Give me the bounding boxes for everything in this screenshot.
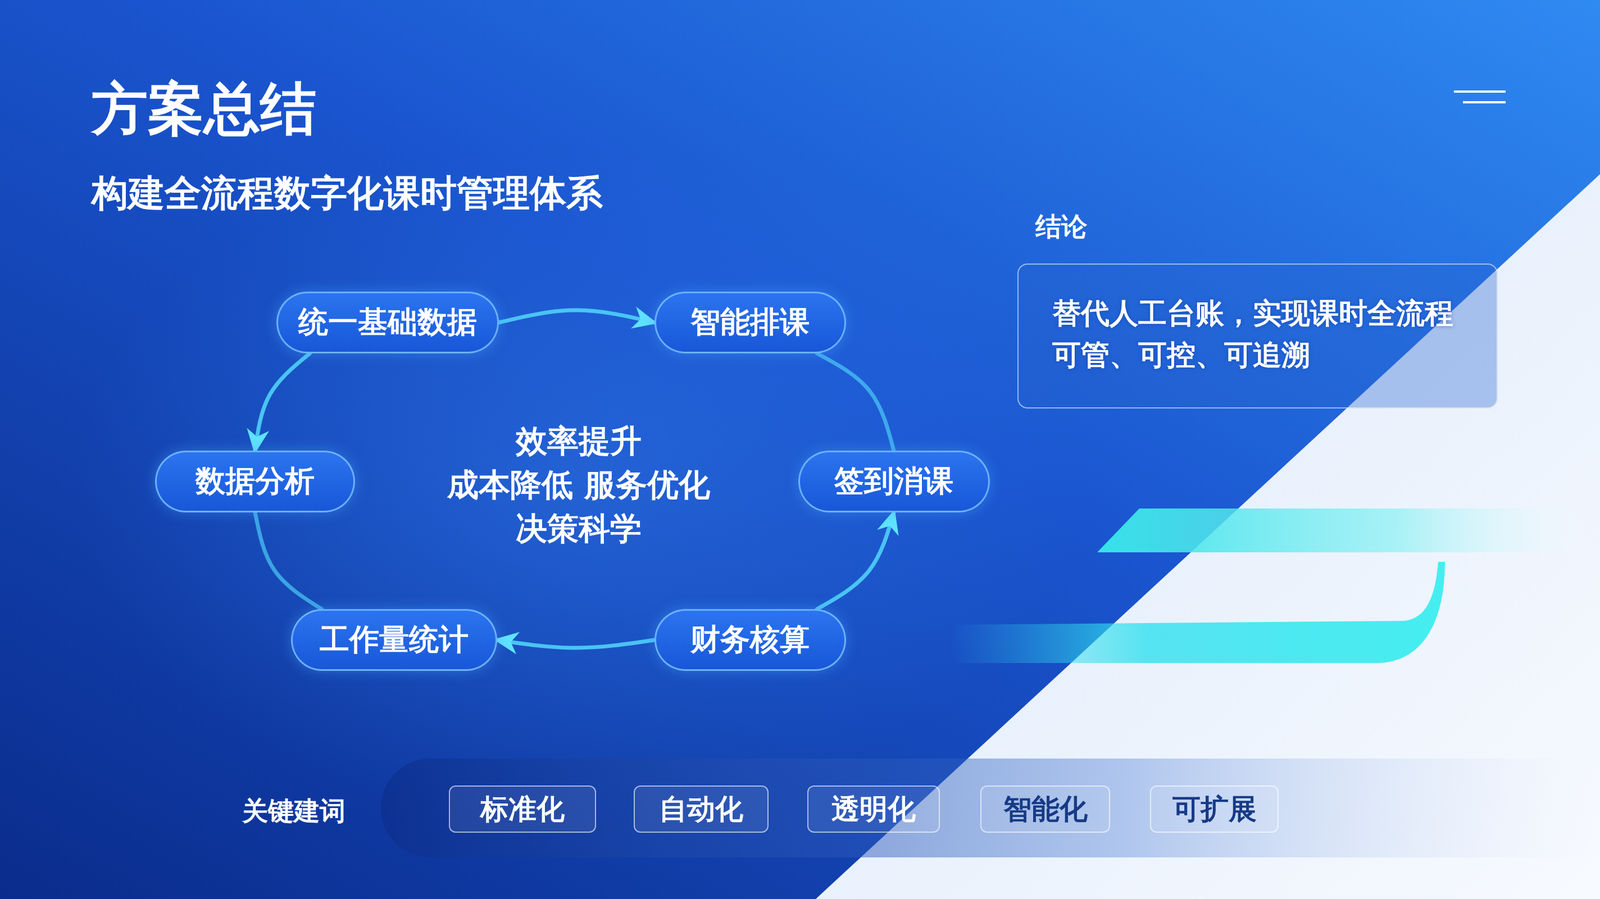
keyword-tag: 智能化: [980, 785, 1111, 833]
menu-icon: [1453, 90, 1506, 93]
cycle-connector: [498, 310, 655, 323]
keyword-tag: 可扩展: [1150, 785, 1279, 833]
keyword-band: [380, 758, 1600, 858]
cyan-streak: [1097, 508, 1600, 553]
node-label: 自动化: [658, 790, 744, 829]
node-label: 标准化: [480, 790, 565, 829]
node-label: 智能化: [1003, 790, 1088, 829]
center-note: 成本降低 服务优化: [382, 465, 776, 504]
process-pill: 签到消课: [798, 450, 990, 513]
cyan-streak: [949, 561, 1445, 663]
node-label: 工作量统计: [319, 619, 469, 661]
node-label: 智能排课: [690, 302, 810, 343]
box-heading: 结论: [1035, 209, 1088, 245]
keyword-label: 关键建词: [209, 795, 379, 827]
node-label: 透明化: [831, 790, 916, 829]
keyword-tag: 自动化: [633, 785, 769, 833]
node-label: 可扩展: [1172, 790, 1257, 829]
cycle-connector: [816, 512, 894, 609]
node-label: 签到消课: [834, 461, 954, 502]
center-note: 决策科学: [382, 509, 776, 548]
cycle-connector: [255, 512, 322, 609]
process-pill: 智能排课: [654, 291, 847, 354]
background-glow: [73, 146, 1085, 821]
keyword-tag: 标准化: [448, 785, 597, 833]
conclusion-box: 结论替代人工台账，实现课时全流程 可管、可控、可追溯: [1017, 263, 1498, 409]
process-pill: 工作量统计: [291, 608, 498, 671]
box-body: 替代人工台账，实现课时全流程 可管、可控、可追溯: [1052, 292, 1463, 376]
node-label: 数据分析: [195, 461, 315, 502]
cycle-connector: [816, 353, 894, 451]
subtitle: 构建全流程数字化课时管理体系: [91, 168, 879, 218]
menu-icon: [1462, 101, 1506, 104]
process-pill: 财务核算: [654, 608, 847, 671]
process-pill: 数据分析: [155, 450, 356, 513]
cycle-connector: [497, 639, 655, 648]
slide-title: 方案总结: [91, 71, 317, 148]
node-label: 统一基础数据: [298, 302, 477, 343]
keyword-tag: 透明化: [807, 785, 940, 833]
cycle-connector: [255, 353, 310, 451]
center-note: 效率提升: [382, 421, 776, 460]
node-label: 财务核算: [690, 619, 810, 661]
process-pill: 统一基础数据: [276, 291, 499, 354]
